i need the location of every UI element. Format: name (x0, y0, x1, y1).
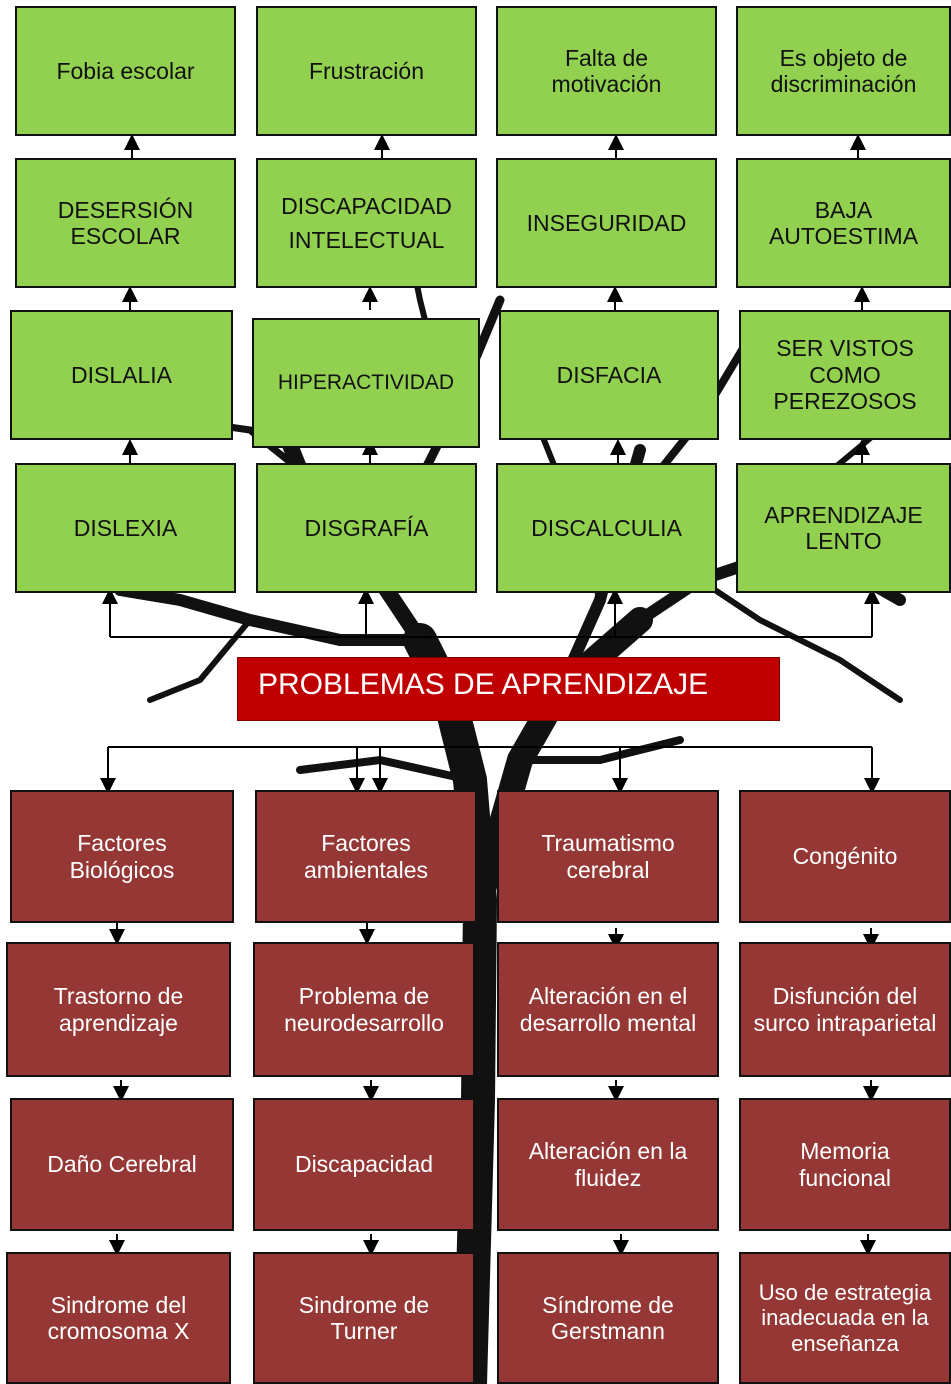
cause-label: Factores ambientales (303, 830, 429, 883)
effect-label: DISFACIA (556, 361, 662, 388)
effect-label: SER VISTOS COMO PEREZOSOS (773, 335, 917, 415)
effect-label: Frustración (308, 57, 425, 84)
cause-label: Alteración en la fluidez (528, 1138, 688, 1191)
effect-label: DISCAPACIDAD INTELECTUAL (281, 192, 452, 254)
effect-box: APRENDIZAJE LENTO (736, 463, 951, 593)
effect-label: DISLEXIA (73, 514, 178, 541)
cause-box: Alteración en la fluidez (497, 1098, 719, 1231)
effect-label: DISLALIA (71, 361, 172, 388)
cause-box: Congénito (739, 790, 951, 923)
effect-box: DISCAPACIDAD INTELECTUAL (256, 158, 477, 288)
cause-label: Problema de neurodesarrollo (284, 983, 444, 1036)
cause-label: Traumatismo cerebral (541, 830, 675, 883)
cause-box: Traumatismo cerebral (497, 790, 719, 923)
effect-label: HIPERACTIVIDAD (277, 370, 455, 394)
cause-box: Alteración en el desarrollo mental (497, 942, 719, 1077)
cause-box: Sindrome de Turner (253, 1252, 475, 1384)
cause-label: Factores Biológicos (69, 830, 175, 883)
effect-label: DISCALCULIA (531, 514, 682, 541)
effect-box: BAJA AUTOESTIMA (736, 158, 951, 288)
effect-label: Falta de motivación (551, 44, 662, 97)
effect-box: INSEGURIDAD (496, 158, 717, 288)
effect-label: APRENDIZAJE LENTO (764, 501, 923, 554)
cause-label: Daño Cerebral (47, 1151, 197, 1178)
central-problem-title: PROBLEMAS DE APRENDIZAJE (237, 657, 780, 721)
effect-label: DESERSIÓN ESCOLAR (57, 196, 194, 249)
effect-label: Fobia escolar (56, 57, 195, 84)
cause-label: Sindrome del cromosoma X (47, 1291, 190, 1344)
cause-label: Memoria funcional (798, 1138, 892, 1191)
effect-box: Fobia escolar (15, 6, 236, 136)
effect-box: Falta de motivación (496, 6, 717, 136)
cause-box: Problema de neurodesarrollo (253, 942, 475, 1077)
cause-box: Uso de estrategia inadecuada en la enseñ… (739, 1252, 951, 1384)
cause-box: Trastorno de aprendizaje (6, 942, 231, 1077)
cause-box: Síndrome de Gerstmann (497, 1252, 719, 1384)
effect-box: HIPERACTIVIDAD (252, 318, 480, 448)
cause-box: Sindrome del cromosoma X (6, 1252, 231, 1384)
effect-box: DISCALCULIA (496, 463, 717, 593)
cause-box: Factores Biológicos (10, 790, 234, 923)
effect-box: Frustración (256, 6, 477, 136)
cause-box: Memoria funcional (739, 1098, 951, 1231)
cause-label: Alteración en el desarrollo mental (519, 983, 697, 1036)
effect-box: SER VISTOS COMO PEREZOSOS (739, 310, 951, 440)
cause-box: Disfunción del surco intraparietal (739, 942, 951, 1077)
cause-label: Trastorno de aprendizaje (53, 983, 184, 1036)
effect-label: INSEGURIDAD (526, 209, 687, 236)
effect-box: DISFACIA (499, 310, 719, 440)
effect-label: Es objeto de discriminación (770, 44, 917, 97)
effect-label: BAJA AUTOESTIMA (768, 196, 919, 249)
cause-box: Daño Cerebral (10, 1098, 234, 1231)
effect-box: DISLEXIA (15, 463, 236, 593)
cause-label: Disfunción del surco intraparietal (753, 983, 937, 1036)
cause-box: Factores ambientales (255, 790, 477, 923)
cause-label: Síndrome de Gerstmann (542, 1291, 674, 1344)
cause-label: Uso de estrategia inadecuada en la enseñ… (758, 1280, 932, 1356)
cause-label: Discapacidad (294, 1151, 434, 1178)
cause-label: Congénito (792, 843, 898, 870)
effect-box: Es objeto de discriminación (736, 6, 951, 136)
effect-box: DESERSIÓN ESCOLAR (15, 158, 236, 288)
effect-box: DISGRAFÍA (256, 463, 477, 593)
cause-label: Sindrome de Turner (298, 1291, 430, 1344)
cause-box: Discapacidad (253, 1098, 475, 1231)
effect-box: DISLALIA (10, 310, 233, 440)
effect-label: DISGRAFÍA (304, 514, 429, 541)
